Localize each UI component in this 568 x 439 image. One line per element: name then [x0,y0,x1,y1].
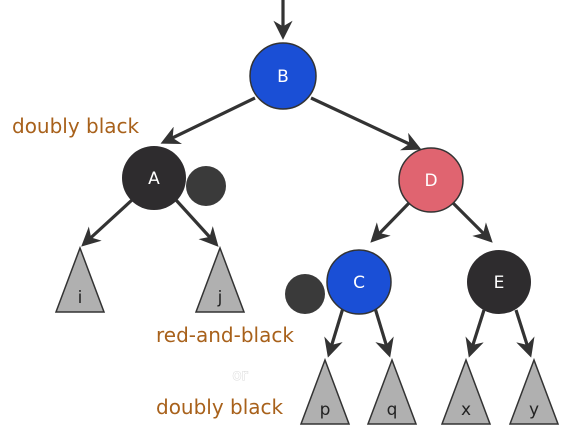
annotation-doubly-black-c: doubly black [156,395,284,419]
edge-a-to-j [174,198,219,247]
node-b: B [249,42,317,110]
node-e: E [467,250,531,314]
edge-b-to-d [310,96,422,151]
leaf-x: x [440,357,492,425]
edge-b-to-a [160,96,256,144]
edge-c-to-q [373,307,394,358]
node-a-label: A [148,169,160,189]
leaf-j: j [194,245,246,313]
edge-e-to-y [514,309,535,358]
leaf-y: y [508,357,560,425]
extra-black-a [186,166,226,206]
edge-d-to-e [450,200,493,243]
annotation-red-and-black: red-and-black [156,323,294,347]
extra-black-c [285,274,325,314]
edge-c-to-p [324,307,345,358]
leaf-j-label: j [217,288,223,308]
edge-a-to-i [81,198,134,247]
node-d: D [398,147,464,213]
node-a: A [122,146,186,210]
leaf-i-label: i [78,288,83,308]
node-c: C [326,249,392,315]
node-e-label: E [494,273,505,293]
node-c-label: C [353,273,365,293]
leaf-x-label: x [461,400,471,420]
node-b-label: B [277,67,289,87]
annotation-doubly-black-a: doubly black [12,114,140,138]
edge-e-to-x [465,309,486,358]
leaf-y-label: y [529,400,539,420]
leaf-i: i [54,245,106,313]
node-d-label: D [424,171,437,191]
leaf-p: p [299,357,351,425]
leaf-q-label: q [387,400,398,420]
annotation-or: or [232,366,248,384]
leaf-p-label: p [320,400,331,420]
edge-d-to-c [370,200,412,243]
leaf-q: q [366,357,418,425]
